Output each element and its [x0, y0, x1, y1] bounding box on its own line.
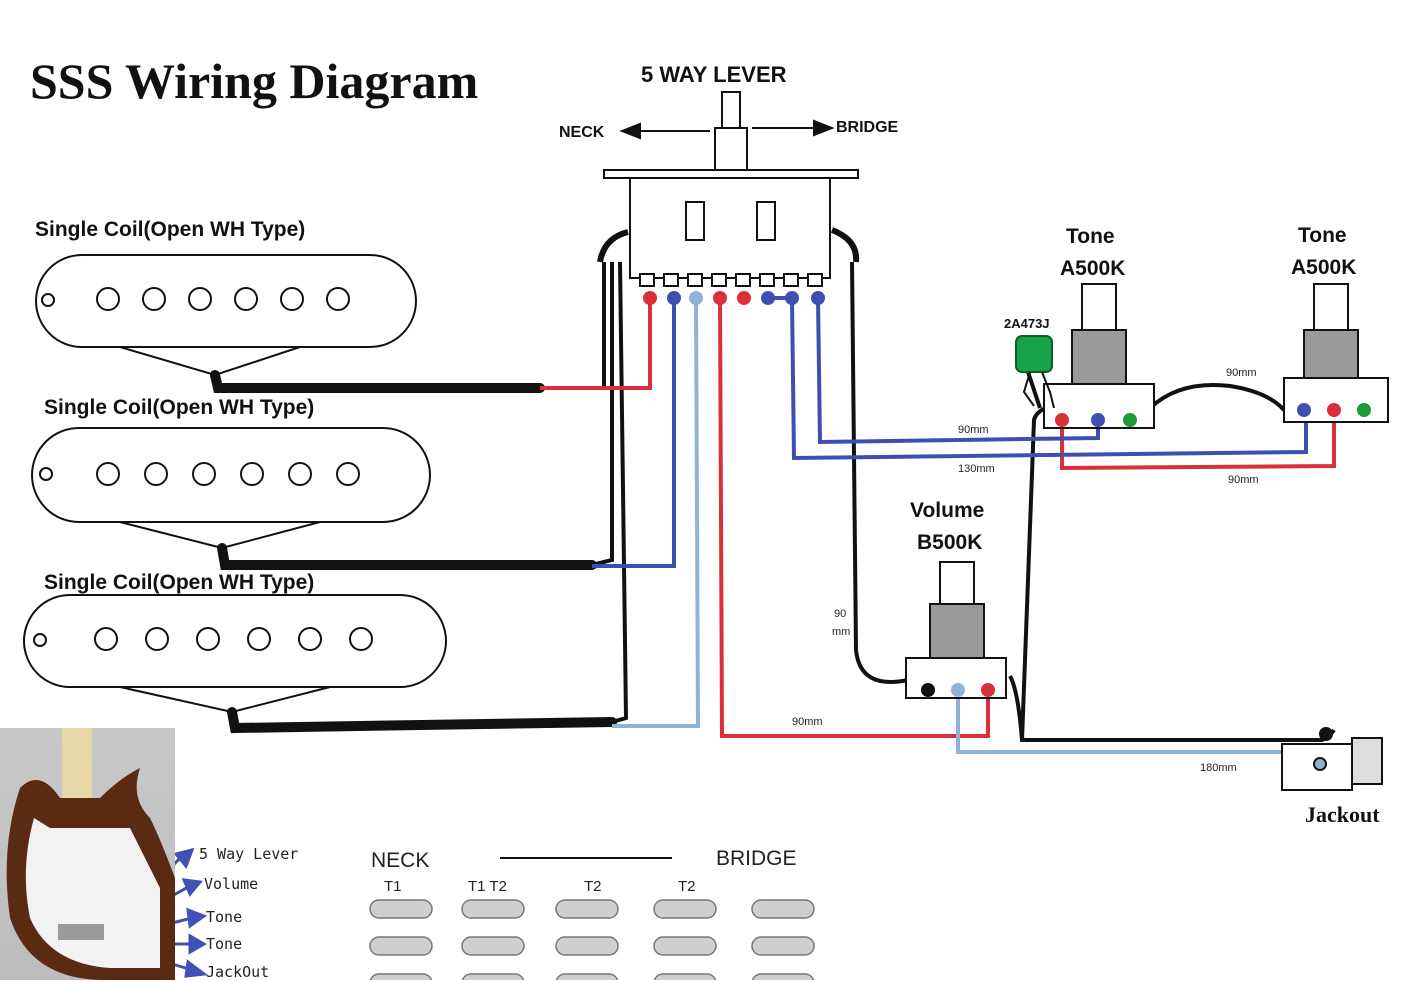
legend-item-tone: Tone: [206, 908, 243, 926]
red-wires: [540, 292, 1336, 738]
chart-neck-label: NECK: [371, 849, 430, 872]
capacitor: [1015, 335, 1055, 409]
legend-item-jackout: JackOut: [206, 963, 270, 981]
neck-direction-label: NECK: [559, 124, 605, 141]
position-column-label: T2: [584, 878, 602, 895]
wire-length-label: 130mm: [958, 463, 995, 475]
jack-label: Jackout: [1305, 802, 1380, 827]
capacitor-label: 2A473J: [1004, 316, 1050, 331]
output-jack: [1281, 727, 1383, 791]
pickup-cables: [210, 370, 617, 734]
tone-pot-1: [1043, 283, 1155, 429]
direction-arrows: [619, 119, 835, 140]
volume-pot: [905, 561, 1007, 699]
positions-chart: [369, 857, 815, 980]
position-column-label: T2: [678, 878, 696, 895]
legend-item-volume: Volume: [204, 875, 259, 893]
pickup-neck: [35, 254, 417, 377]
pickup-label-neck: Single Coil(Open WH Type): [35, 218, 306, 241]
pickup-middle: [31, 427, 431, 550]
tone2-label: Tone: [1298, 224, 1347, 247]
wire-length-label: mm: [832, 626, 851, 638]
pickup-label-middle: Single Coil(Open WH Type): [44, 396, 315, 419]
pickup-label-bridge: Single Coil(Open WH Type): [44, 571, 315, 594]
legend-item-tone: Tone: [206, 935, 243, 953]
volume-label: Volume: [910, 499, 985, 522]
tone2-value: A500K: [1291, 256, 1357, 279]
tone1-value: A500K: [1060, 257, 1126, 280]
switch-terminal-dots: [643, 291, 825, 305]
position-column-label: T1 T2: [468, 878, 507, 895]
guitar-icon: [6, 728, 175, 980]
wire-length-label: 90mm: [1226, 367, 1257, 379]
tone-pot-2: [1283, 283, 1389, 423]
position-column-label: T1: [384, 878, 402, 895]
pickup-bridge: [23, 594, 447, 714]
wire-length-label: 90mm: [958, 424, 989, 436]
wire-length-label: 180mm: [1200, 762, 1237, 774]
wire-length-label: 90: [834, 608, 847, 620]
switch-label: 5 WAY LEVER: [641, 62, 787, 87]
blue-wires: [592, 296, 1308, 568]
volume-value: B500K: [917, 531, 983, 554]
wire-length-label: 90mm: [792, 716, 823, 728]
legend-item-5-way-lever: 5 Way Lever: [199, 845, 299, 863]
chart-bridge-label: BRIDGE: [716, 847, 797, 870]
guitar-photo: [0, 728, 175, 980]
five-way-switch: [597, 91, 860, 287]
tone1-label: Tone: [1066, 225, 1115, 248]
bridge-direction-label: BRIDGE: [836, 119, 899, 136]
page-title: SSS Wiring Diagram: [30, 53, 479, 109]
wire-length-label: 90mm: [1228, 474, 1259, 486]
